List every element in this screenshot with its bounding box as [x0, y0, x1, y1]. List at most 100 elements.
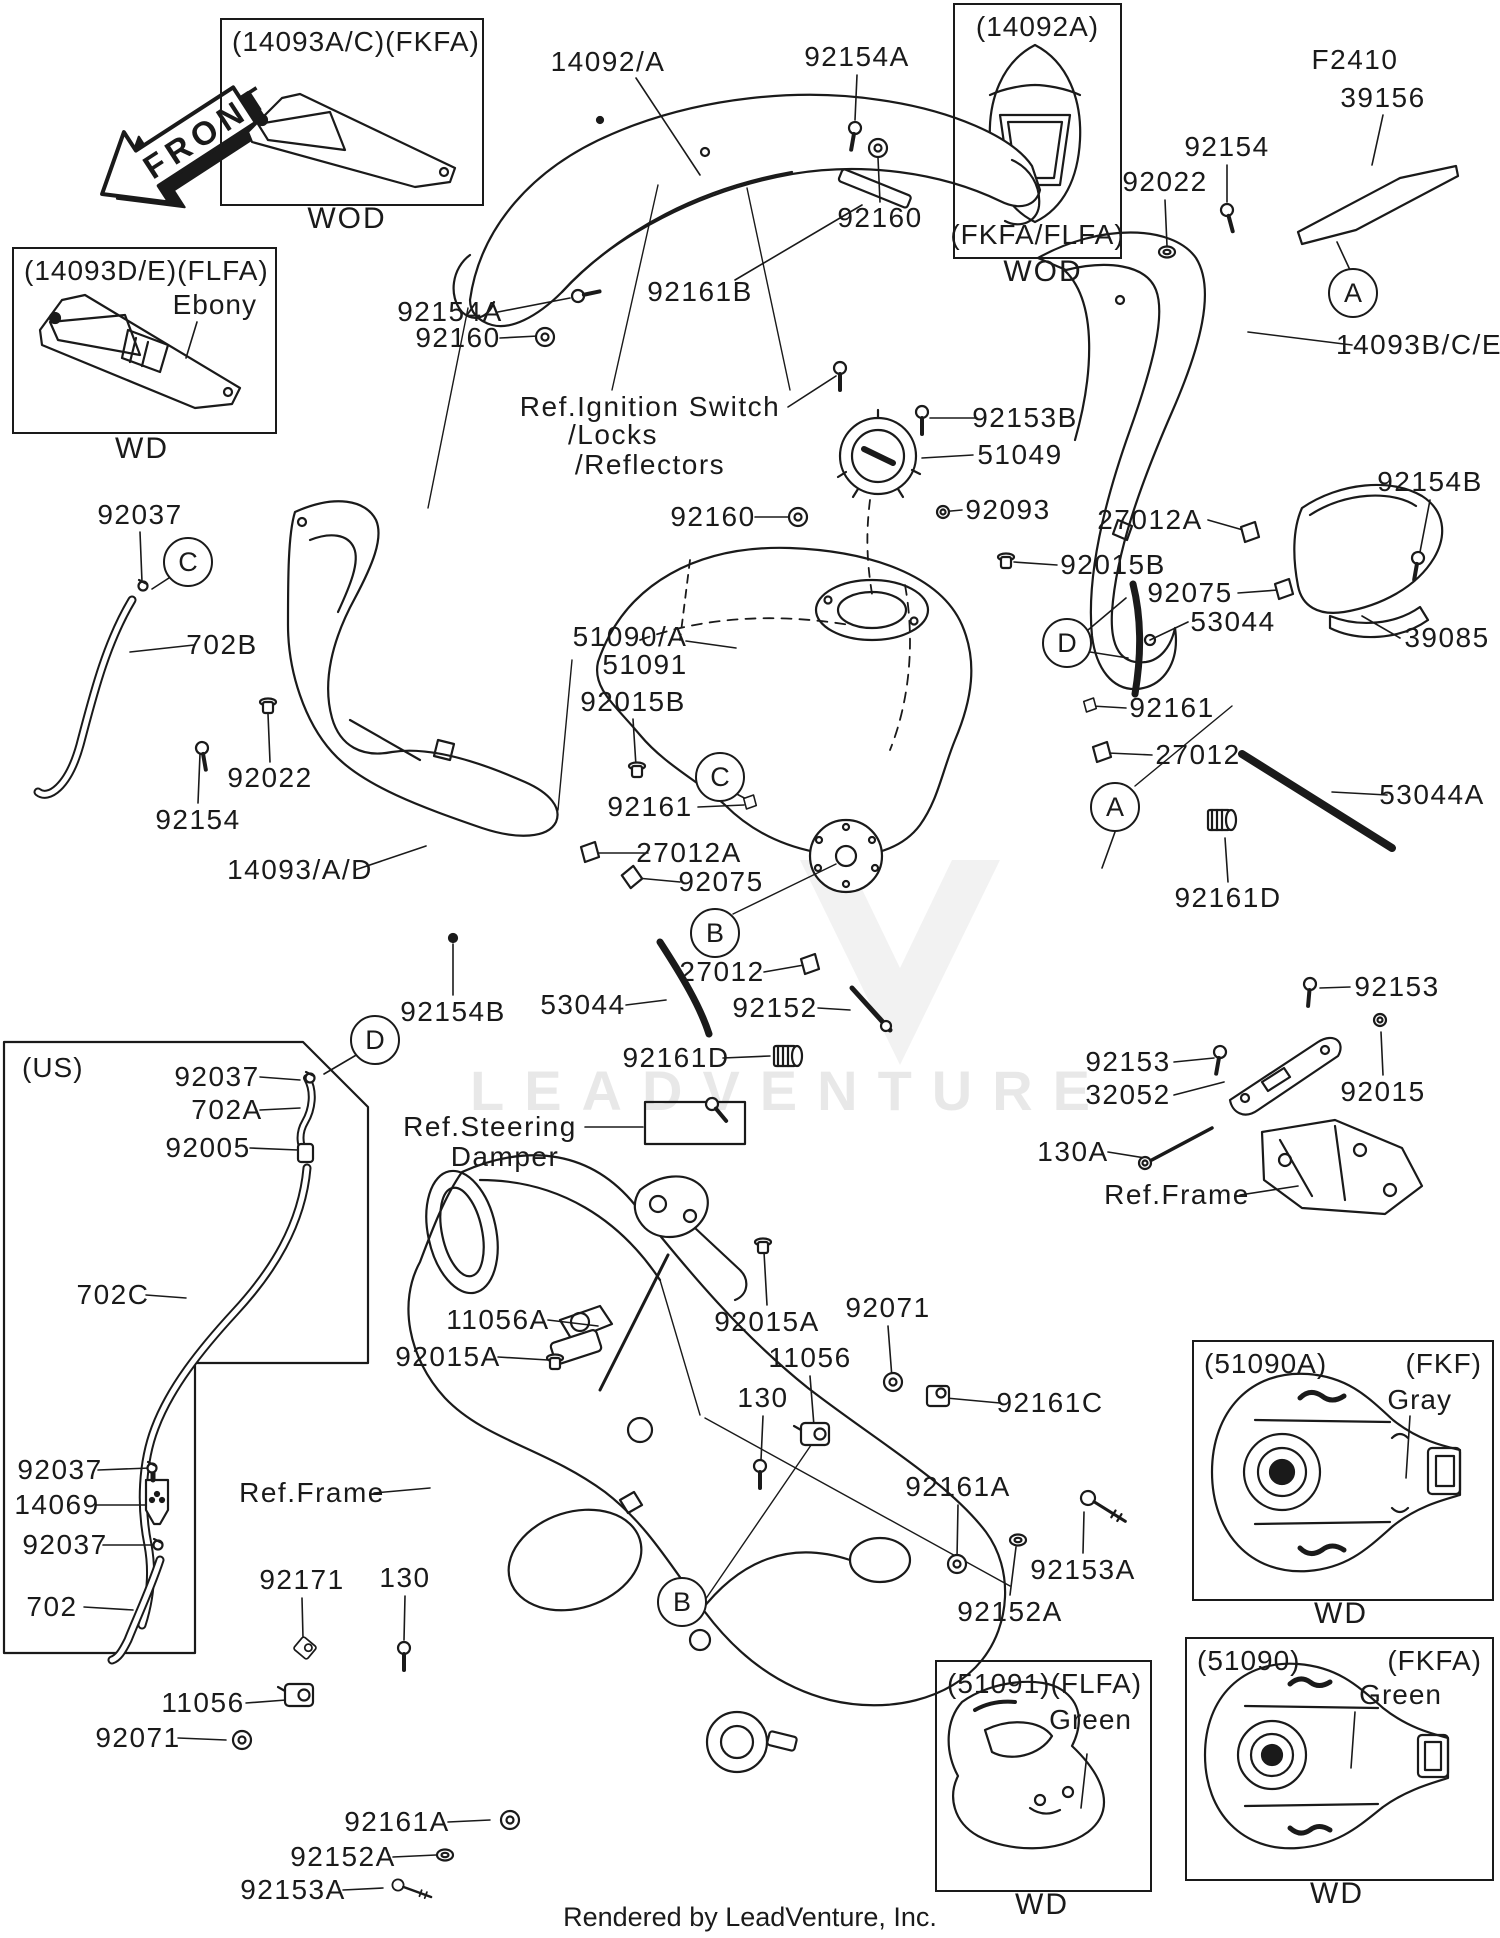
inset-caption-wod-2: WOD	[1003, 255, 1083, 288]
part-label-14069[interactable]: 14069	[14, 1489, 100, 1520]
part-label-f2410[interactable]: F2410	[1311, 44, 1399, 75]
part-label-92171[interactable]: 92171	[259, 1564, 345, 1595]
part-label-92075[interactable]: 92075	[1147, 577, 1233, 608]
part-label-92154a[interactable]: 92154A	[804, 41, 910, 72]
part-label-27012[interactable]: 27012	[1155, 739, 1241, 770]
part-label-92015[interactable]: 92015	[1340, 1076, 1426, 1107]
callout-circle-c[interactable]: C	[695, 752, 745, 802]
part-label-92071[interactable]: 92071	[95, 1722, 181, 1753]
inset-caption-wod-1: WOD	[307, 202, 387, 235]
part-label-51090-a[interactable]: 51090/A	[572, 621, 688, 652]
fastener-glyphs	[137, 119, 1427, 1904]
part-label-27012a[interactable]: 27012A	[636, 837, 742, 868]
callout-circle-b[interactable]: B	[657, 1577, 707, 1627]
part-label-702b[interactable]: 702B	[186, 629, 258, 660]
part-label-92161a[interactable]: 92161A	[905, 1471, 1011, 1502]
part-label-92022[interactable]: 92022	[1122, 166, 1208, 197]
part-label-32052[interactable]: 32052	[1085, 1079, 1171, 1110]
part-label-51049[interactable]: 51049	[977, 439, 1063, 470]
part-label-92160[interactable]: 92160	[670, 501, 756, 532]
part-label-53044a[interactable]: 53044A	[1379, 779, 1485, 810]
part-label-53044[interactable]: 53044	[1190, 606, 1276, 637]
inset-code: (FKF)	[1405, 1348, 1482, 1379]
part-label-92015b[interactable]: 92015B	[580, 686, 686, 717]
part-label-92153[interactable]: 92153	[1085, 1046, 1171, 1077]
part-label-92093[interactable]: 92093	[965, 494, 1051, 525]
part-label-130a[interactable]: 130A	[1037, 1136, 1109, 1167]
main-frame-drawing	[407, 1154, 1007, 1774]
knee-pad-39085-drawing	[1293, 483, 1444, 639]
part-label-53044[interactable]: 53044	[540, 989, 626, 1020]
inset-box-51090: (51090) (FKFA) Green	[1185, 1637, 1494, 1881]
part-label-92037[interactable]: 92037	[22, 1529, 108, 1560]
callout-circle-c[interactable]: C	[163, 537, 213, 587]
part-label-92161d[interactable]: 92161D	[622, 1042, 730, 1073]
part-label-702c[interactable]: 702C	[76, 1279, 150, 1310]
part-label-92037[interactable]: 92037	[17, 1454, 103, 1485]
part-label-92153a[interactable]: 92153A	[1030, 1554, 1136, 1585]
part-label-92153b[interactable]: 92153B	[972, 402, 1078, 433]
part-label-92015a[interactable]: 92015A	[714, 1306, 820, 1337]
part-label-92015b[interactable]: 92015B	[1060, 549, 1166, 580]
part-label-92160[interactable]: 92160	[415, 322, 501, 353]
part-label-92161d[interactable]: 92161D	[1174, 882, 1282, 913]
part-label-92161a[interactable]: 92161A	[344, 1806, 450, 1837]
part-label-14093-a-d[interactable]: 14093/A/D	[227, 854, 373, 885]
part-label-27012a[interactable]: 27012A	[1097, 504, 1203, 535]
part-label-39156[interactable]: 39156	[1340, 82, 1426, 113]
part-label-92161b[interactable]: 92161B	[647, 276, 753, 307]
part-label-92161[interactable]: 92161	[607, 791, 693, 822]
part-label--locks[interactable]: /Locks	[568, 419, 658, 450]
inset-trim-14093ac-drawing	[246, 92, 457, 189]
left-cover-14093ad-drawing	[286, 500, 559, 837]
part-label-ref-ignition-switch[interactable]: Ref.Ignition Switch	[519, 391, 781, 422]
part-label-92152a[interactable]: 92152A	[957, 1596, 1063, 1627]
part-label-39085[interactable]: 39085	[1404, 622, 1490, 653]
part-label-92005[interactable]: 92005	[165, 1132, 251, 1163]
part-label-92075[interactable]: 92075	[678, 866, 764, 897]
part-label-92071[interactable]: 92071	[845, 1292, 931, 1323]
callout-circle-d[interactable]: D	[1042, 618, 1092, 668]
part-label-14092-a[interactable]: 14092/A	[550, 46, 666, 77]
part-label--reflectors[interactable]: /Reflectors	[574, 449, 726, 480]
part-label-11056a[interactable]: 11056A	[446, 1304, 550, 1335]
callout-circle-a[interactable]: A	[1328, 268, 1378, 318]
callout-circle-d[interactable]: D	[350, 1015, 400, 1065]
part-label-damper[interactable]: Damper	[450, 1141, 560, 1172]
hose-drawings	[33, 595, 316, 1665]
part-label-92154a[interactable]: 92154A	[397, 296, 503, 327]
part-label-92161[interactable]: 92161	[1129, 692, 1215, 723]
part-label-92037[interactable]: 92037	[174, 1061, 260, 1092]
part-label-92153a[interactable]: 92153A	[240, 1874, 346, 1905]
part-label-92015a[interactable]: 92015A	[395, 1341, 501, 1372]
part-label-92022[interactable]: 92022	[227, 762, 313, 793]
part-label-92153[interactable]: 92153	[1354, 971, 1440, 1002]
part-label-92154b[interactable]: 92154B	[1377, 466, 1483, 497]
part-label-92161c[interactable]: 92161C	[996, 1387, 1104, 1418]
part-label-ref-frame[interactable]: Ref.Frame	[1104, 1179, 1250, 1210]
part-label-92154b[interactable]: 92154B	[400, 996, 506, 1027]
part-label-92152a[interactable]: 92152A	[290, 1841, 396, 1872]
part-label-ref-frame[interactable]: Ref.Frame	[239, 1477, 385, 1508]
part-label-92037[interactable]: 92037	[97, 499, 183, 530]
part-label-702a[interactable]: 702A	[191, 1094, 263, 1125]
callout-circle-b[interactable]: B	[690, 908, 740, 958]
render-credit: Rendered by LeadVenture, Inc.	[563, 1902, 937, 1932]
part-label-92160[interactable]: 92160	[837, 202, 923, 233]
top-cover-14092-drawing	[452, 93, 1042, 328]
part-label-11056[interactable]: 11056	[768, 1342, 852, 1373]
inset-code: (FLFA)	[1050, 1668, 1143, 1699]
part-label-92152[interactable]: 92152	[732, 992, 818, 1023]
part-label-130[interactable]: 130	[379, 1562, 431, 1593]
part-label-ref-steering[interactable]: Ref.Steering	[403, 1111, 577, 1142]
inset-box-51091: (51091) (FLFA) Green	[935, 1660, 1152, 1892]
callout-circle-a[interactable]: A	[1090, 782, 1140, 832]
part-label-92154[interactable]: 92154	[155, 804, 241, 835]
part-label-11056[interactable]: 11056	[161, 1687, 245, 1718]
part-label-14093b-c-e[interactable]: 14093B/C/E	[1336, 329, 1500, 360]
part-label-702[interactable]: 702	[26, 1591, 78, 1622]
part-label-130[interactable]: 130	[737, 1382, 789, 1413]
part-label-51091[interactable]: 51091	[602, 649, 688, 680]
part-label-92154[interactable]: 92154	[1184, 131, 1270, 162]
part-label-27012[interactable]: 27012	[679, 956, 765, 987]
